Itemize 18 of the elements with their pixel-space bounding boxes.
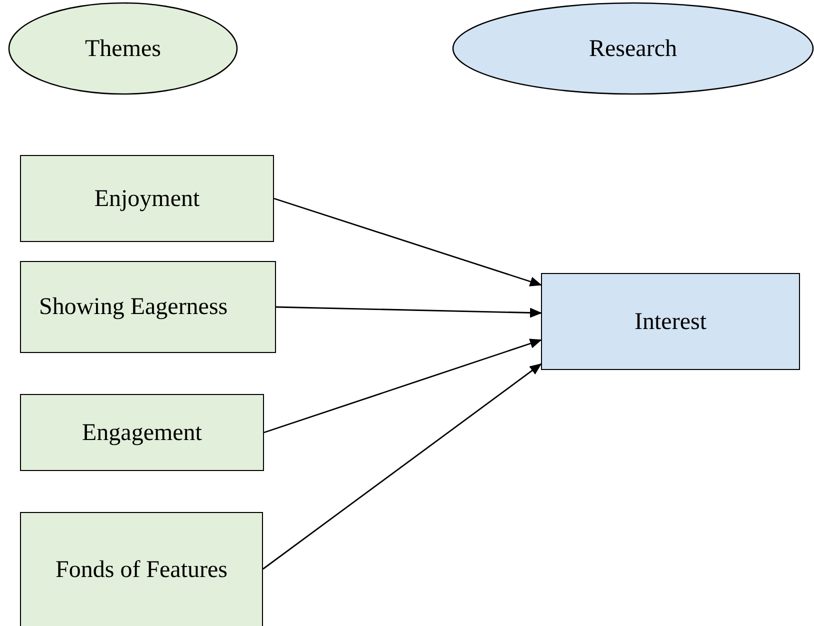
theme-box <box>20 155 274 242</box>
theme-box <box>20 512 263 626</box>
node-label: Themes <box>85 34 161 64</box>
research-box <box>541 273 800 370</box>
node-label: Showing Eagerness <box>39 293 228 322</box>
arrow <box>276 306 542 318</box>
node-label: Interest <box>634 308 706 336</box>
theme-ellipse <box>8 2 238 95</box>
research-ellipse <box>452 2 814 95</box>
node-label: Engagement <box>82 418 202 448</box>
arrow <box>274 198 542 286</box>
theme-box <box>20 394 264 471</box>
node-label: Fonds of Features <box>56 556 228 584</box>
arrow <box>262 363 542 570</box>
node-label: Enjoyment <box>94 184 200 214</box>
theme-box <box>20 261 276 353</box>
arrow <box>264 338 542 434</box>
node-label: Research <box>589 34 677 64</box>
